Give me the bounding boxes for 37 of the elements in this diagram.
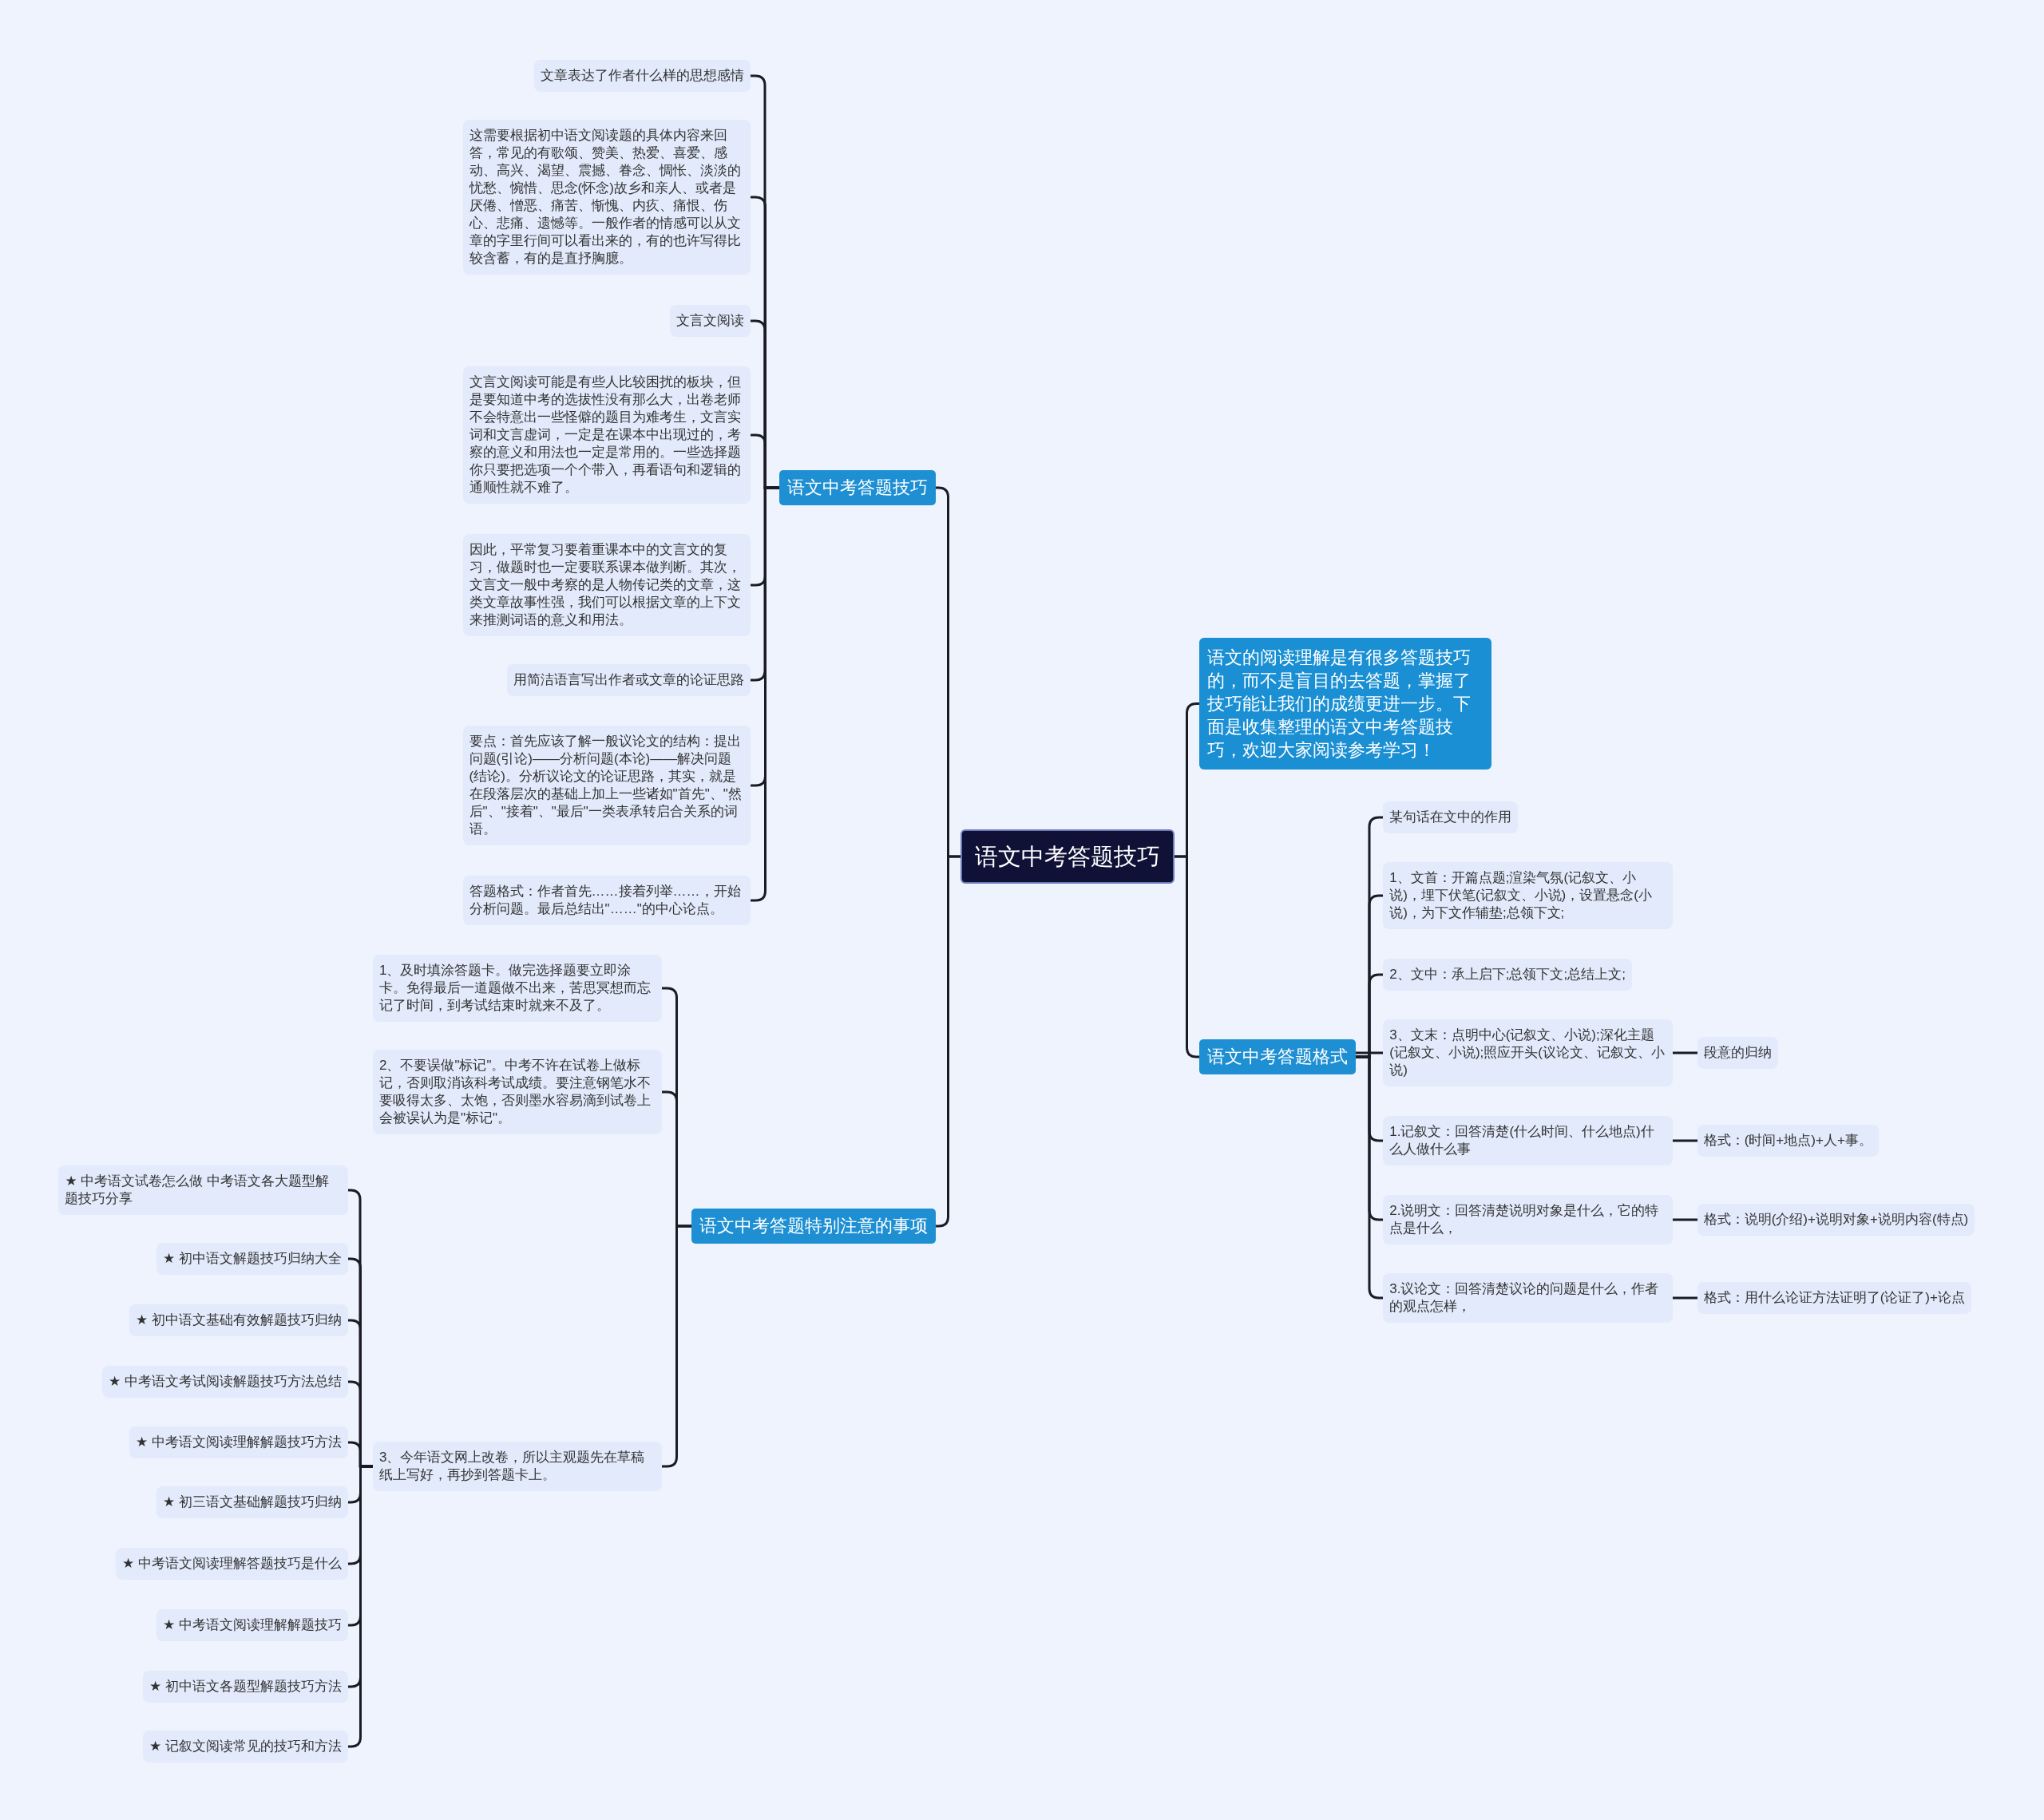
topic-box: ★ 中考语文阅读理解答题技巧是什么 (115, 1548, 348, 1581)
topic-box: 段意的归纳 (1697, 1037, 1778, 1070)
topic-box: ★ 中考语文阅读理解解题技巧 (156, 1608, 348, 1641)
topic-box: 2.说明文：回答清楚说明对象是什么，它的特点是什么， (1383, 1195, 1673, 1245)
topic-box: ★ 初中语文各题型解题技巧方法 (142, 1670, 348, 1703)
topic-box: 文言文阅读可能是有些人比较困扰的板块，但是要知道中考的选拔性没有那么大，出卷老师不会特意出一些怪僻的题目为难考生，文言实词和文言虚词，一定是在课本中出现过的，考察的意义和用法也一定是常用的。一些选择题你只要把选项一个个带入，再看语句和逻辑的通顺性就不难了。 (462, 366, 751, 504)
topic-box: 格式：说明(介绍)+说明对象+说明内容(特点) (1697, 1204, 1975, 1236)
topic-box: 1、及时填涂答题卡。做完选择题要立即涂卡。免得最后一道题做不出来，苦思冥想而忘记了时间，到考试结束时就来不及了。 (372, 954, 663, 1022)
topic-box: ★ 中考语文阅读理解解题技巧方法 (129, 1426, 348, 1459)
topic-box: 这需要根据初中语文阅读题的具体内容来回答，常见的有歌颂、赞美、热爱、喜爱、感动、高兴、渴望、震撼、眷念、惆怅、淡淡的忧愁、惋惜、思念(怀念)故乡和亲人、或者是厌倦、憎恶、痛苦、惭愧、内疚、痛恨、伤心、悲痛、遗憾等。一般作者的情感可以从文章的字里行间可以看出来的，有的也许写得比较含蓄，有的是直抒胸臆。 (462, 119, 751, 275)
branch-topic-box: 语文中考答题特别注意的事项 (691, 1209, 937, 1244)
topic-box: 3.议论文：回答清楚议论的问题是什么，作者的观点怎样， (1383, 1273, 1673, 1323)
topic-box: ★ 中考语文考试阅读解题技巧方法总结 (101, 1365, 348, 1398)
topic-box: 2、不要误做"标记"。中考不许在试卷上做标记，否则取消该科考试成绩。要注意钢笔水不要吸得太多、太饱，否则墨水容易滴到试卷上会被误认为是"标记"。 (372, 1050, 663, 1135)
topic-box: 文章表达了作者什么样的思想感情 (534, 59, 751, 92)
topic-box: 格式：(时间+地点)+人+事。 (1697, 1124, 1879, 1157)
topic-box: ★ 初中语文基础有效解题技巧归纳 (129, 1304, 348, 1336)
topic-box: 3、今年语文网上改卷，所以主观题先在草稿纸上写好，再抄到答题卡上。 (372, 1441, 663, 1491)
topic-box: ★ 中考语文试卷怎么做 中考语文各大题型解题技巧分享 (58, 1165, 348, 1215)
branch-topic-box: 语文中考答题技巧 (779, 469, 937, 505)
central-topic-box: 语文中考答题技巧 (961, 829, 1175, 884)
topic-box: ★ 初三语文基础解题技巧归纳 (156, 1486, 348, 1519)
summary-box: 语文的阅读理解是有很多答题技巧的，而不是盲目的去答题，掌握了技巧能让我们的成绩更进一步。下面是收集整理的语文中考答题技巧，欢迎大家阅读参考学习！ (1199, 638, 1491, 770)
topic-box: 格式：用什么论证方法证明了(论证了)+论点 (1697, 1282, 1971, 1315)
topic-box: 1.记叙文：回答清楚(什么时间、什么地点)什么人做什么事 (1383, 1115, 1673, 1165)
topic-box: 2、文中：承上启下;总领下文;总结上文; (1383, 959, 1632, 991)
topic-box: 某句话在文中的作用 (1383, 801, 1519, 833)
topic-box: ★ 记叙文阅读常见的技巧和方法 (142, 1730, 348, 1763)
topic-box: 文言文阅读 (670, 304, 751, 337)
topic-box: ★ 初中语文解题技巧归纳大全 (156, 1243, 348, 1276)
topic-box: 答题格式：作者首先……接着列举……，开始分析问题。最后总结出"……"的中心论点。 (462, 876, 751, 926)
topic-box: 因此，平常复习要着重课本中的文言文的复习，做题时也一定要联系课本做判断。其次，文言文一般中考察的是人物传记类的文章，这类文章故事性强，我们可以根据文章的上下文来推测词语的意义和用法。 (462, 534, 751, 637)
topic-box: 用简洁语言写出作者或文章的论证思路 (507, 664, 751, 697)
topic-box: 要点：首先应该了解一般议论文的结构：提出问题(引论)——分析问题(本论)——解决问题(结论)。分析议论文的论证思路，其实，就是在段落层次的基础上加上一些诸如"首先"、"然后"、"接着"、"最后"一类表承转启合关系的词语。 (462, 726, 751, 846)
topic-box: 1、文首：开篇点题;渲染气氛(记叙文、小说)，埋下伏笔(记叙文、小说)，设置悬念(小说)，为下文作辅垫;总领下文; (1383, 861, 1673, 929)
topic-box: 3、文末：点明中心(记叙文、小说);深化主题(记叙文、小说);照应开头(议论文、记叙文、小说) (1383, 1019, 1673, 1087)
branch-topic-box: 语文中考答题格式 (1199, 1039, 1357, 1075)
